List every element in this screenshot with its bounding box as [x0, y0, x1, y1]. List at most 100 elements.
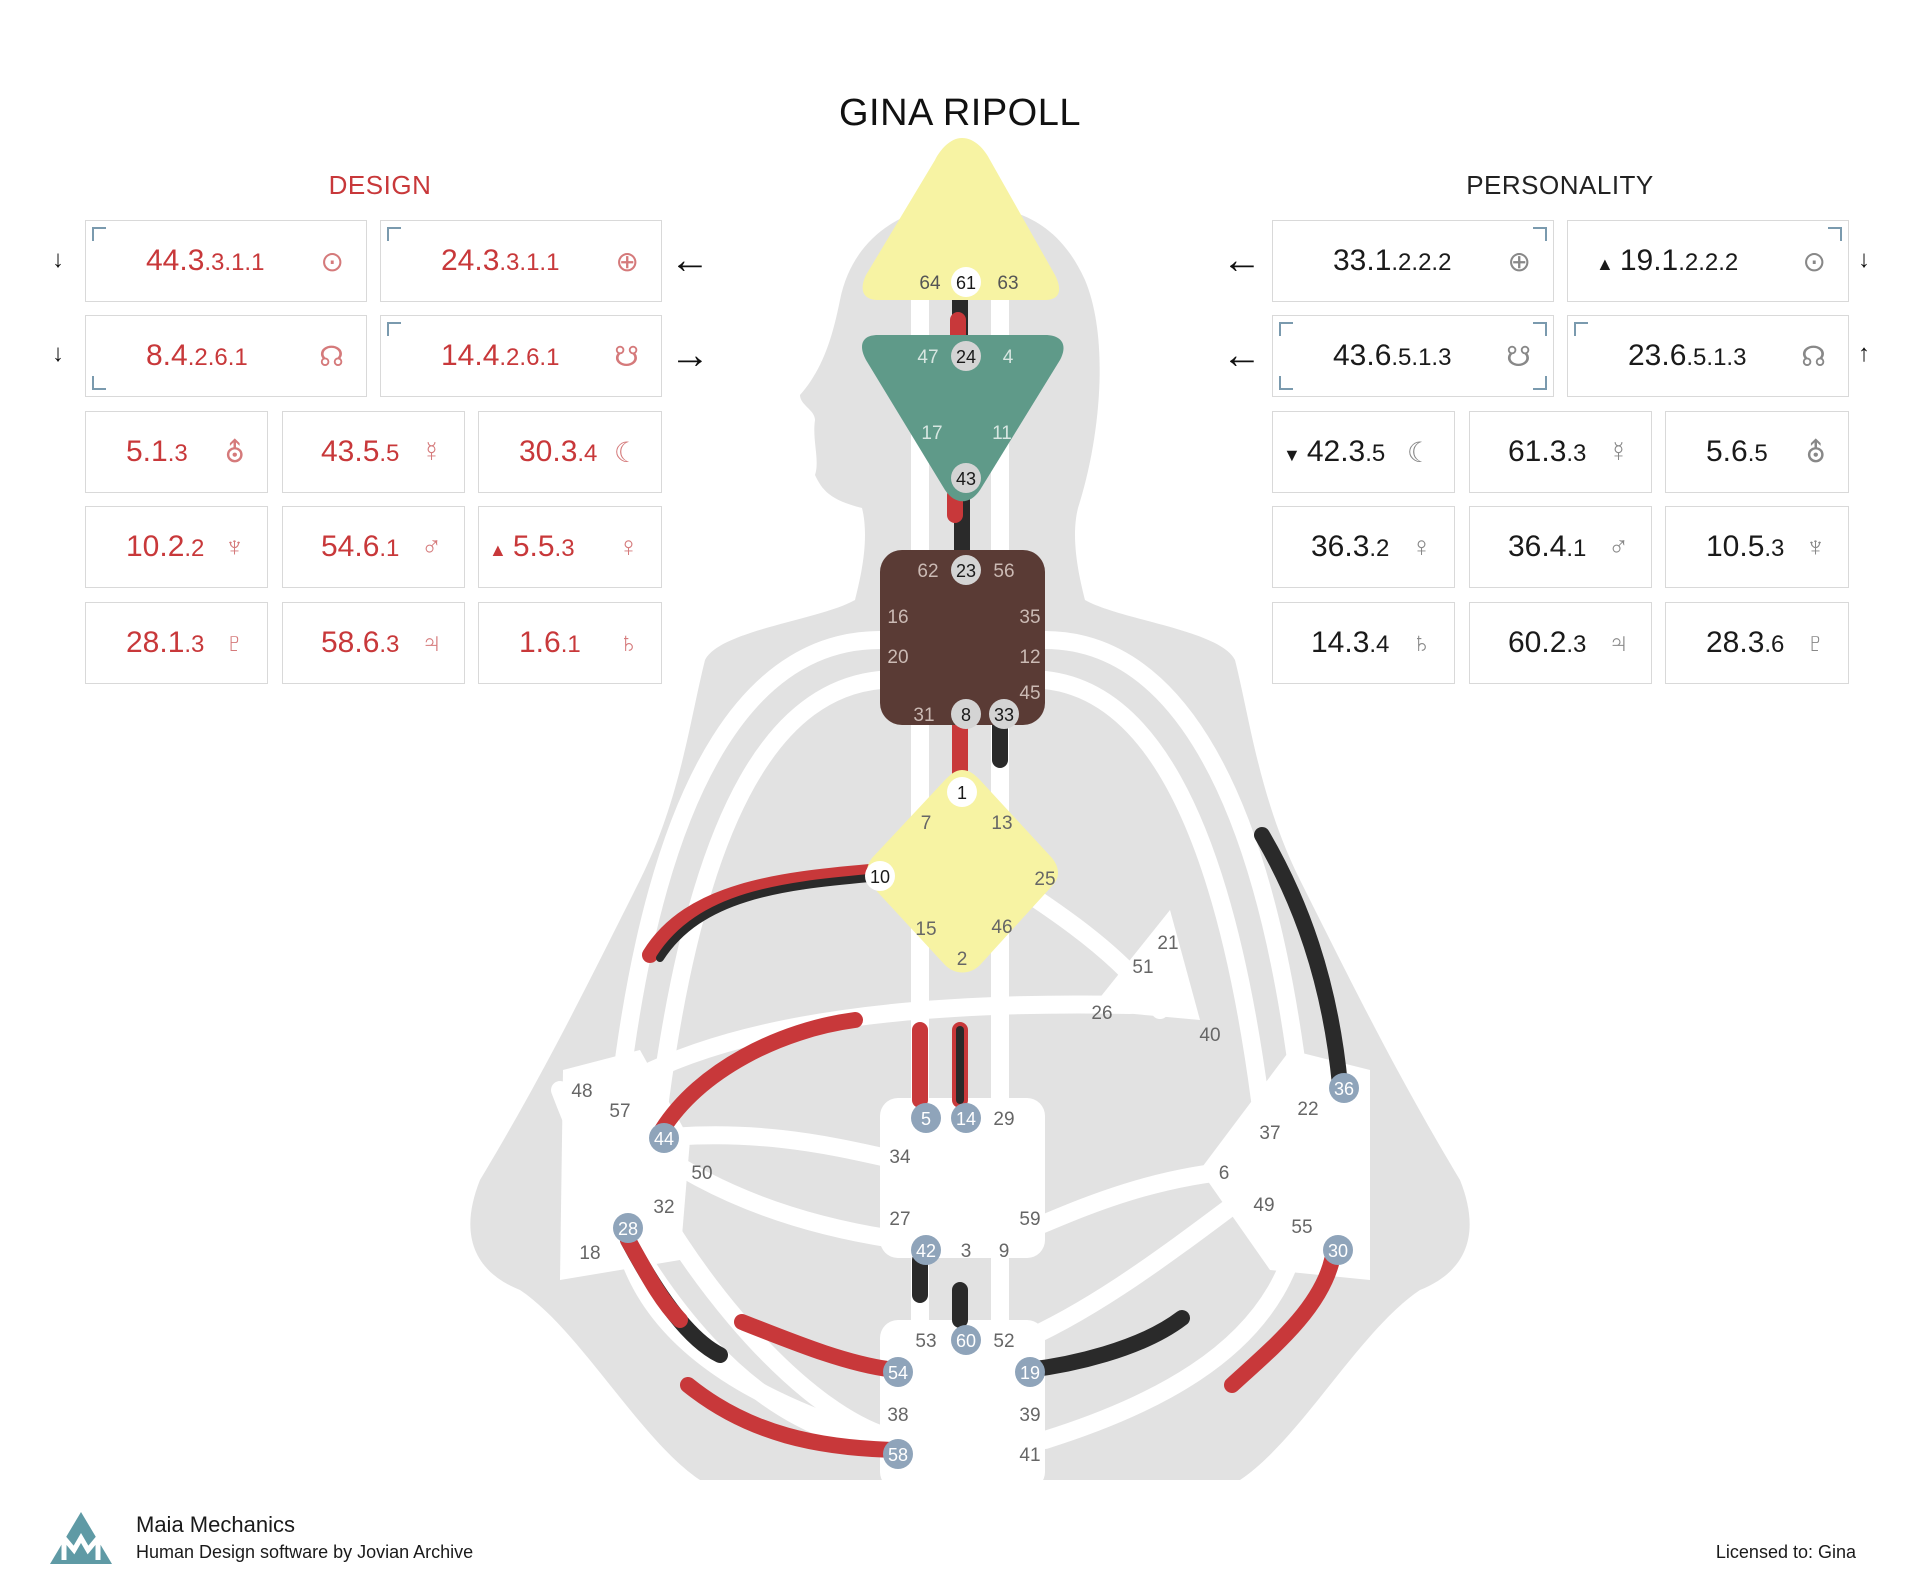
- personality-activation[interactable]: 28.3.6♇: [1665, 602, 1849, 684]
- gate-7[interactable]: 7: [921, 813, 932, 834]
- gate-31[interactable]: 31: [913, 705, 934, 726]
- gate-18[interactable]: 18: [579, 1243, 600, 1264]
- gate-number: 35: [1019, 607, 1040, 628]
- gate-25[interactable]: 25: [1034, 869, 1055, 890]
- gate-2[interactable]: 2: [957, 949, 968, 970]
- gate-5[interactable]: 5: [911, 1103, 941, 1133]
- gate-15[interactable]: 15: [915, 919, 936, 940]
- gate-57[interactable]: 57: [609, 1101, 630, 1122]
- gate-39[interactable]: 39: [1019, 1405, 1040, 1426]
- gate-27[interactable]: 27: [889, 1209, 910, 1230]
- personality-activation[interactable]: 33.1.2.2.2⊕: [1272, 220, 1554, 302]
- design-activation[interactable]: 54.6.1♂: [282, 506, 465, 588]
- gate-14[interactable]: 14: [951, 1103, 981, 1133]
- license-text: Licensed to: Gina: [1715, 1542, 1856, 1562]
- gate-49[interactable]: 49: [1253, 1195, 1274, 1216]
- gate-22[interactable]: 22: [1297, 1099, 1318, 1120]
- design-activation[interactable]: 10.2.2♆: [85, 506, 268, 588]
- gate-58[interactable]: 58: [883, 1439, 913, 1469]
- gate-3[interactable]: 3: [961, 1241, 972, 1262]
- personality-activation[interactable]: 10.5.3♆: [1665, 506, 1849, 588]
- personality-activation[interactable]: 60.2.3♃: [1469, 602, 1652, 684]
- design-activation[interactable]: 58.6.3♃: [282, 602, 465, 684]
- design-activation[interactable]: 8.4.2.6.1☊: [85, 315, 367, 397]
- gate-17[interactable]: 17: [921, 423, 942, 444]
- design-activation[interactable]: 43.5.5☿: [282, 411, 465, 493]
- gate-51[interactable]: 51: [1132, 957, 1153, 978]
- gate-28[interactable]: 28: [613, 1213, 643, 1243]
- gate-23[interactable]: 23: [951, 555, 981, 585]
- gate-40[interactable]: 40: [1199, 1025, 1220, 1046]
- gate-53[interactable]: 53: [915, 1331, 936, 1352]
- design-activation[interactable]: 30.3.4☾: [478, 411, 662, 493]
- personality-activation[interactable]: 36.4.1♂: [1469, 506, 1652, 588]
- planet-icon: ⛢: [224, 436, 245, 468]
- gate-37[interactable]: 37: [1259, 1123, 1280, 1144]
- gate-35[interactable]: 35: [1019, 607, 1040, 628]
- design-activation[interactable]: 28.1.3♇: [85, 602, 268, 684]
- design-activation[interactable]: 24.3.3.1.1⊕: [380, 220, 662, 302]
- gate-8[interactable]: 8: [951, 699, 981, 729]
- personality-activation[interactable]: ▲19.1.2.2.2⊙: [1567, 220, 1849, 302]
- gate-24[interactable]: 24: [951, 341, 981, 371]
- personality-activation[interactable]: ▼42.3.5☾: [1272, 411, 1455, 493]
- gate-46[interactable]: 46: [991, 917, 1012, 938]
- gate-13[interactable]: 13: [991, 813, 1012, 834]
- gate-29[interactable]: 29: [993, 1109, 1014, 1130]
- gate-42[interactable]: 42: [911, 1235, 941, 1265]
- gate-6[interactable]: 6: [1219, 1163, 1230, 1184]
- gate-11[interactable]: 11: [992, 423, 1012, 444]
- gate-56[interactable]: 56: [993, 561, 1014, 582]
- gate-45[interactable]: 45: [1019, 683, 1040, 704]
- gate-33[interactable]: 33: [989, 699, 1019, 729]
- personality-activation-value: 36.3.2: [1311, 530, 1389, 564]
- gate-61[interactable]: 61: [951, 267, 981, 297]
- gate-54[interactable]: 54: [883, 1357, 913, 1387]
- design-activation[interactable]: 1.6.1♄: [478, 602, 662, 684]
- personality-activation[interactable]: 36.3.2♀: [1272, 506, 1455, 588]
- design-activation[interactable]: 5.1.3⛢: [85, 411, 268, 493]
- design-activation[interactable]: 44.3.3.1.1⊙: [85, 220, 367, 302]
- design-activation[interactable]: 14.4.2.6.1☋: [380, 315, 662, 397]
- gate-32[interactable]: 32: [653, 1197, 674, 1218]
- gate-63[interactable]: 63: [997, 273, 1018, 294]
- gate-number: 57: [609, 1101, 630, 1122]
- gate-62[interactable]: 62: [917, 561, 938, 582]
- gate-4[interactable]: 4: [1003, 347, 1014, 368]
- gate-41[interactable]: 41: [1019, 1445, 1040, 1466]
- gate-30[interactable]: 30: [1323, 1235, 1353, 1265]
- planet-icon: ♇: [224, 627, 245, 658]
- design-activation[interactable]: ▲5.5.3♀: [478, 506, 662, 588]
- personality-activation[interactable]: 61.3.3☿: [1469, 411, 1652, 493]
- personality-activation[interactable]: 43.6.5.1.3☋: [1272, 315, 1554, 397]
- gate-1[interactable]: 1: [947, 777, 977, 807]
- gate-50[interactable]: 50: [691, 1163, 712, 1184]
- gate-9[interactable]: 9: [999, 1241, 1010, 1262]
- gate-number: 18: [579, 1243, 600, 1264]
- gate-21[interactable]: 21: [1157, 933, 1178, 954]
- gate-12[interactable]: 12: [1019, 647, 1040, 668]
- gate-59[interactable]: 59: [1019, 1209, 1040, 1230]
- personality-activation[interactable]: 5.6.5⛢: [1665, 411, 1849, 493]
- gate-36[interactable]: 36: [1329, 1073, 1359, 1103]
- design-retrograde-mark: ▲: [489, 540, 507, 560]
- gate-48[interactable]: 48: [571, 1081, 592, 1102]
- gate-43[interactable]: 43: [951, 463, 981, 493]
- gate-60[interactable]: 60: [951, 1325, 981, 1355]
- gate-20[interactable]: 20: [887, 647, 908, 668]
- gate-38[interactable]: 38: [887, 1405, 908, 1426]
- gate-16[interactable]: 16: [887, 607, 908, 628]
- gate-44[interactable]: 44: [649, 1123, 679, 1153]
- gate-34[interactable]: 34: [889, 1147, 911, 1168]
- gate-52[interactable]: 52: [993, 1331, 1014, 1352]
- personality-color-tone-base: .4: [1369, 631, 1390, 658]
- personality-activation[interactable]: 23.6.5.1.3☊: [1567, 315, 1849, 397]
- gate-47[interactable]: 47: [917, 347, 938, 368]
- design-color-tone-base: .2.6.1: [499, 344, 560, 371]
- gate-26[interactable]: 26: [1091, 1003, 1112, 1024]
- gate-10[interactable]: 10: [865, 861, 895, 891]
- personality-activation[interactable]: 14.3.4♄: [1272, 602, 1455, 684]
- gate-55[interactable]: 55: [1291, 1217, 1312, 1238]
- gate-64[interactable]: 64: [919, 273, 941, 294]
- gate-19[interactable]: 19: [1015, 1357, 1045, 1387]
